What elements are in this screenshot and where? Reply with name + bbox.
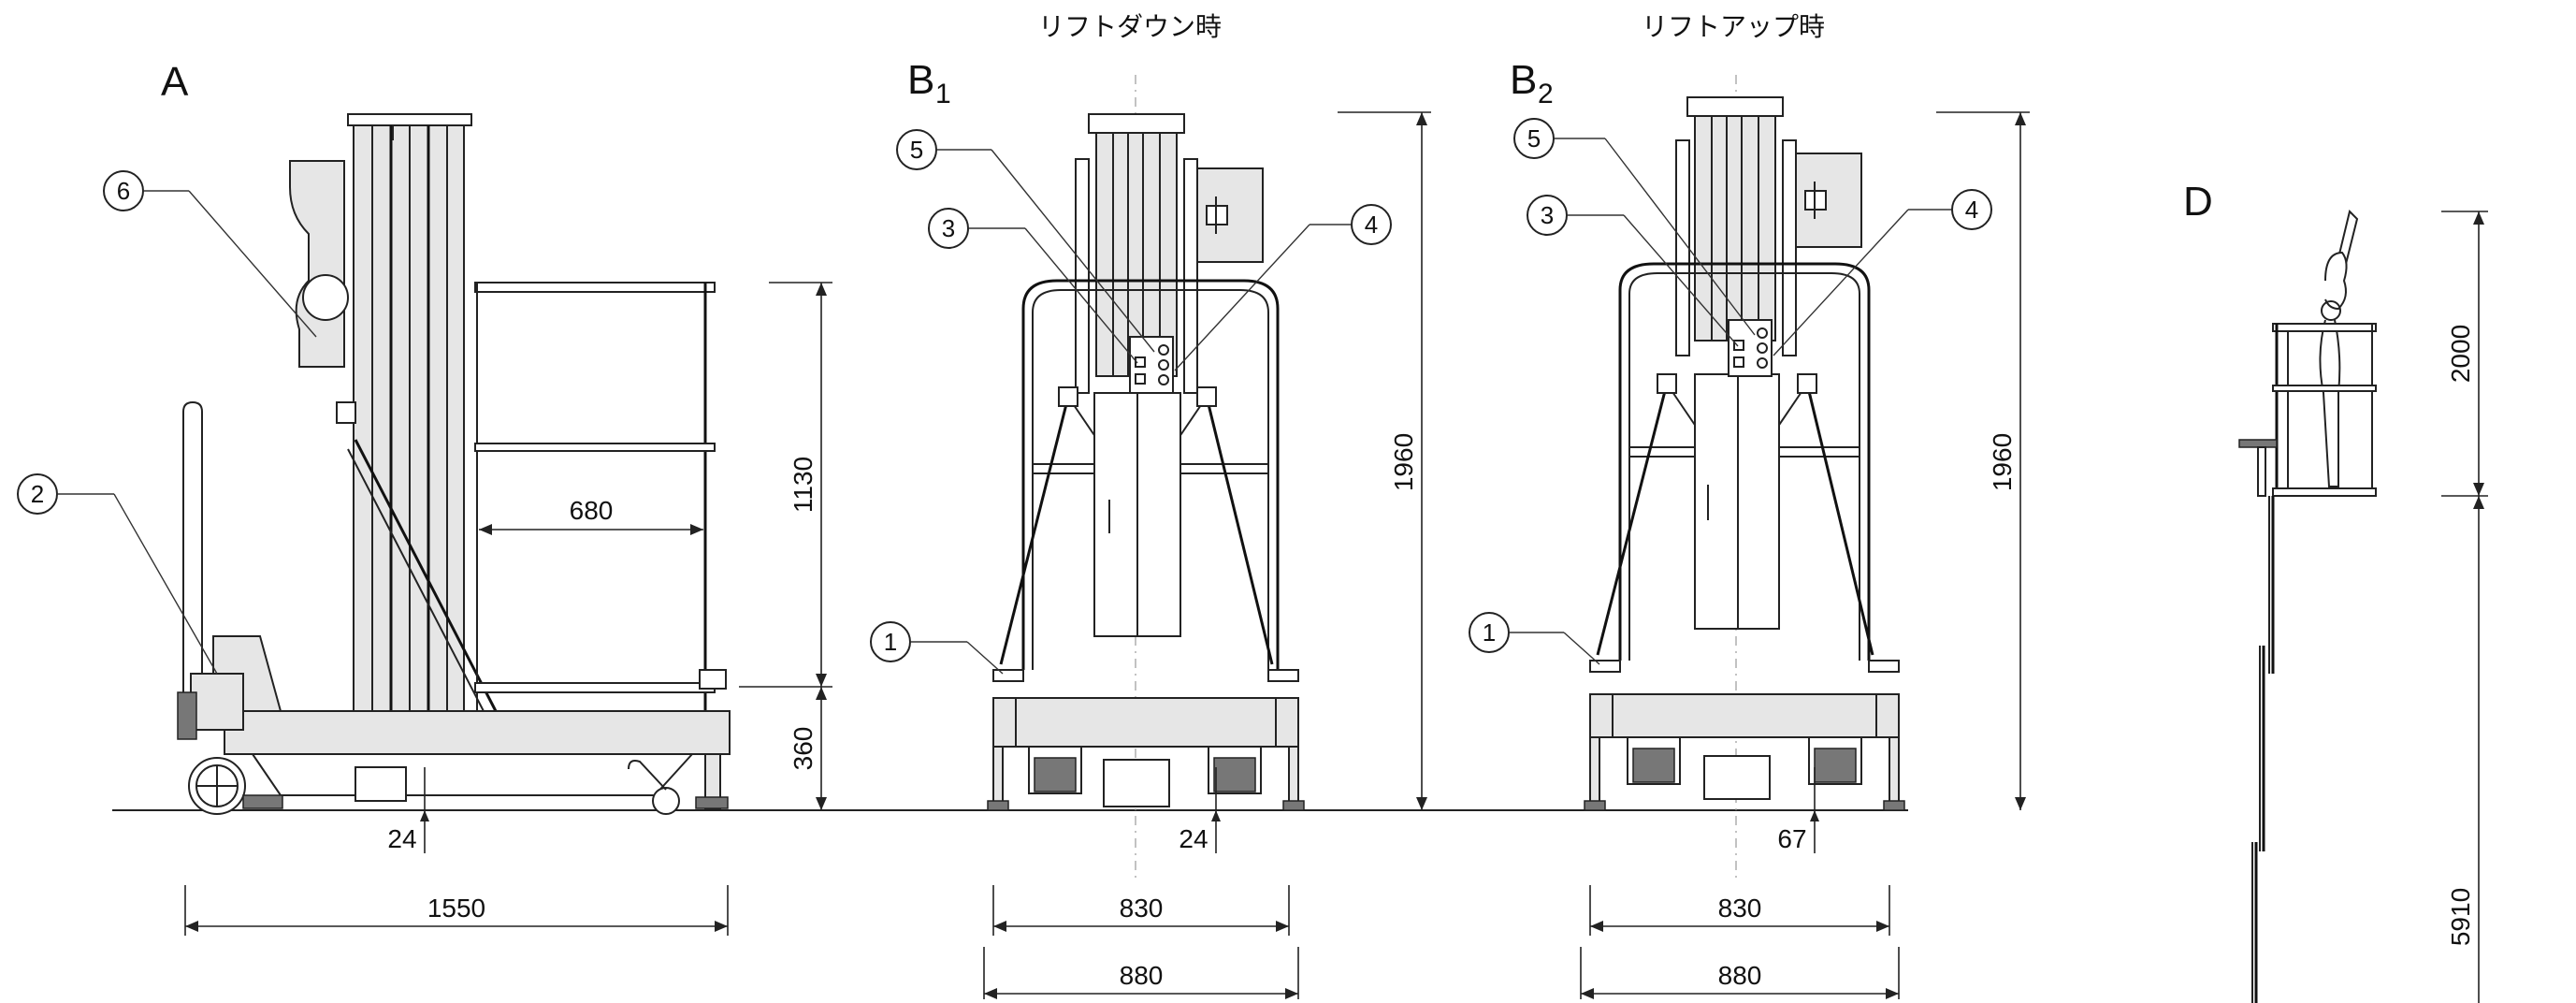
callout-4 xyxy=(1351,204,1392,245)
svg-text:1: 1 xyxy=(1483,618,1496,647)
dim-base-height: 360 xyxy=(789,727,818,771)
dim-clearance-b1: 24 xyxy=(1179,824,1208,853)
control-box xyxy=(289,160,345,368)
dim-height-b1: 1960 xyxy=(1389,433,1418,491)
view-d-label: D xyxy=(2183,179,2213,225)
view-b2: B 2 xyxy=(1469,57,2030,999)
guard-rail-top xyxy=(474,282,716,293)
caption-lift-down: リフトダウン時 xyxy=(1038,11,1222,42)
dim-upper-height: 2000 xyxy=(2446,325,2475,383)
cage-mid-rail xyxy=(2272,385,2377,392)
base xyxy=(1589,693,1900,738)
svg-text:4: 4 xyxy=(1365,211,1378,239)
callout-5 xyxy=(1513,118,1555,159)
svg-text:6: 6 xyxy=(117,177,130,205)
callout-4 xyxy=(1951,189,1992,230)
view-b1-label: B xyxy=(907,57,934,103)
cage-top-rail xyxy=(2272,323,2377,332)
dim-overall-length: 1550 xyxy=(427,894,485,923)
view-b1: B 1 xyxy=(870,57,1431,999)
dim-clearance-b2: 67 xyxy=(1777,824,1806,853)
mast xyxy=(1694,115,1776,342)
operator-figure xyxy=(2319,210,2359,487)
dim-outer-width-b2: 880 xyxy=(1718,961,1762,990)
guard-hoop xyxy=(1021,279,1280,670)
view-a: A xyxy=(17,59,832,936)
mast-top-cap xyxy=(347,113,472,126)
callout-1 xyxy=(1469,612,1510,653)
dim-inner-width-b2: 830 xyxy=(1718,894,1762,923)
callout-6 xyxy=(103,170,144,211)
dim-total-height: 5910 xyxy=(2446,888,2475,946)
dim-outer-width-b1: 880 xyxy=(1120,961,1164,990)
view-d: D 2000 5910 xyxy=(2183,179,2488,1003)
rear-caster xyxy=(652,787,680,815)
svg-text:2: 2 xyxy=(31,480,44,508)
caption-lift-up: リフトアップ時 xyxy=(1642,11,1825,42)
guard-rail-mid xyxy=(474,443,716,452)
svg-text:2: 2 xyxy=(1538,79,1554,109)
dim-ground-clearance: 24 xyxy=(387,824,416,853)
handle xyxy=(182,400,203,698)
cage-floor xyxy=(2272,487,2377,497)
svg-text:4: 4 xyxy=(1965,196,1978,224)
callout-5 xyxy=(896,129,937,170)
callout-1 xyxy=(870,621,911,662)
svg-text:3: 3 xyxy=(1541,201,1554,229)
view-a-label: A xyxy=(161,59,189,105)
dim-inner-width-b1: 830 xyxy=(1120,894,1164,923)
dim-platform-width: 680 xyxy=(570,496,614,525)
svg-text:1: 1 xyxy=(935,79,951,109)
callout-3 xyxy=(1527,195,1568,236)
dim-rail-height: 1130 xyxy=(789,457,818,513)
platform-floor xyxy=(474,682,716,693)
svg-text:3: 3 xyxy=(942,214,955,242)
guard-hoop xyxy=(1618,262,1871,661)
svg-text:1: 1 xyxy=(884,628,897,656)
svg-text:5: 5 xyxy=(1527,124,1541,153)
control-knob xyxy=(302,274,349,321)
callout-2 xyxy=(17,473,58,515)
view-b2-label: B xyxy=(1510,57,1537,103)
svg-text:5: 5 xyxy=(910,136,923,164)
base-chassis xyxy=(224,710,731,755)
dim-height-b2: 1960 xyxy=(1988,433,2017,491)
base xyxy=(992,697,1299,748)
callout-3 xyxy=(928,208,969,249)
